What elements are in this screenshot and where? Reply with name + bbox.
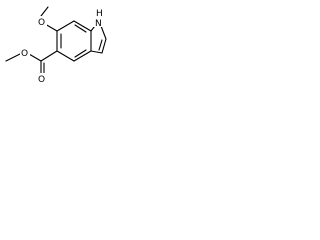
bond	[73, 50, 92, 62]
bond	[56, 50, 75, 62]
alkoxy-oxygen-label: O	[21, 49, 28, 59]
double-bond-inner	[74, 49, 87, 58]
double-bond-outer	[98, 39, 103, 51]
carbonyl-oxygen-label: O	[38, 75, 45, 85]
molecule-drawing: O H N O O	[5, 6, 107, 85]
atom-background	[93, 17, 104, 27]
ether-oxygen-label: O	[38, 18, 45, 28]
atom-background	[37, 16, 47, 27]
atom-background	[37, 73, 47, 84]
ring-nitrogen-label: N	[95, 19, 102, 29]
bond	[73, 20, 92, 32]
structure-diagram: O H N O O	[0, 0, 107, 87]
bond	[40, 50, 58, 62]
bond	[56, 20, 75, 32]
double-bond-inner	[74, 24, 87, 33]
bond	[90, 50, 103, 54]
bond	[100, 25, 107, 40]
bond	[28, 53, 42, 62]
ring-nitrogen-hydrogen-label: H	[96, 9, 103, 19]
atom-background	[94, 7, 105, 18]
bond	[101, 38, 107, 54]
bond	[40, 6, 49, 17]
atom-background	[20, 47, 30, 58]
bond	[5, 53, 21, 62]
